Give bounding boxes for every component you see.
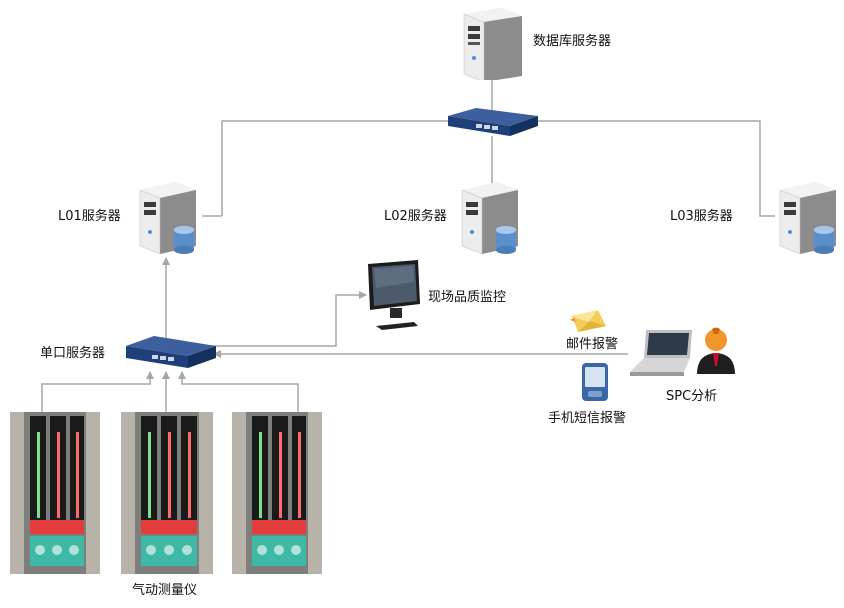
gauge-panel-1: [10, 412, 100, 574]
sms-alarm-label: 手机短信报警: [548, 411, 627, 426]
pneumatic-gauge-panel-icon: [10, 412, 100, 574]
pneumatic-gauge-panel-icon: [232, 412, 322, 574]
link-core-to-l01: [221, 120, 448, 216]
l01-server-label: L01服务器: [58, 209, 121, 224]
network-switch-icon: [126, 336, 216, 368]
unit-server-label: 单口服务器: [40, 346, 106, 361]
mail-node: [568, 308, 608, 336]
unit-switch-node: [124, 334, 218, 374]
tower-server-icon: [463, 8, 522, 80]
server-with-db-icon: [461, 182, 518, 255]
db-server-node: [458, 6, 528, 80]
mail-alarm-label: 邮件报警: [566, 337, 619, 352]
link-gauge3-to-unit: [178, 371, 299, 412]
laptop-icon: [630, 330, 692, 376]
user-node: [694, 326, 738, 376]
spc-analysis-label: SPC分析: [666, 389, 718, 404]
gauge-panel-2: [121, 412, 213, 574]
link-gauge1-to-unit: [41, 371, 154, 412]
l02-server-label: L02服务器: [384, 209, 447, 224]
gauge-label: 气动测量仪: [132, 583, 198, 598]
l01-server-node: [136, 180, 202, 258]
user-avatar-icon: [697, 327, 735, 374]
phone-node: [580, 362, 610, 402]
l03-server-label: L03服务器: [670, 209, 733, 224]
laptop-node: [628, 328, 698, 378]
link-unit-to-monitor: [196, 291, 367, 347]
db-server-label: 数据库服务器: [533, 34, 612, 49]
lcd-monitor-icon: [368, 260, 420, 330]
mobile-phone-icon: [582, 363, 608, 401]
l02-server-node: [458, 180, 524, 258]
envelope-icon: [570, 310, 606, 332]
network-switch-icon: [448, 108, 538, 136]
server-with-db-icon: [139, 182, 196, 255]
pneumatic-gauge-panel-icon: [121, 412, 213, 574]
server-with-db-icon: [779, 182, 836, 255]
gauge-panel-3: [232, 412, 322, 574]
link-core-to-l03: [538, 120, 775, 217]
field-monitor-node: [366, 260, 426, 330]
core-switch-node: [446, 106, 540, 138]
field-monitor-label: 现场品质监控: [428, 290, 507, 305]
l03-server-node: [776, 180, 842, 258]
